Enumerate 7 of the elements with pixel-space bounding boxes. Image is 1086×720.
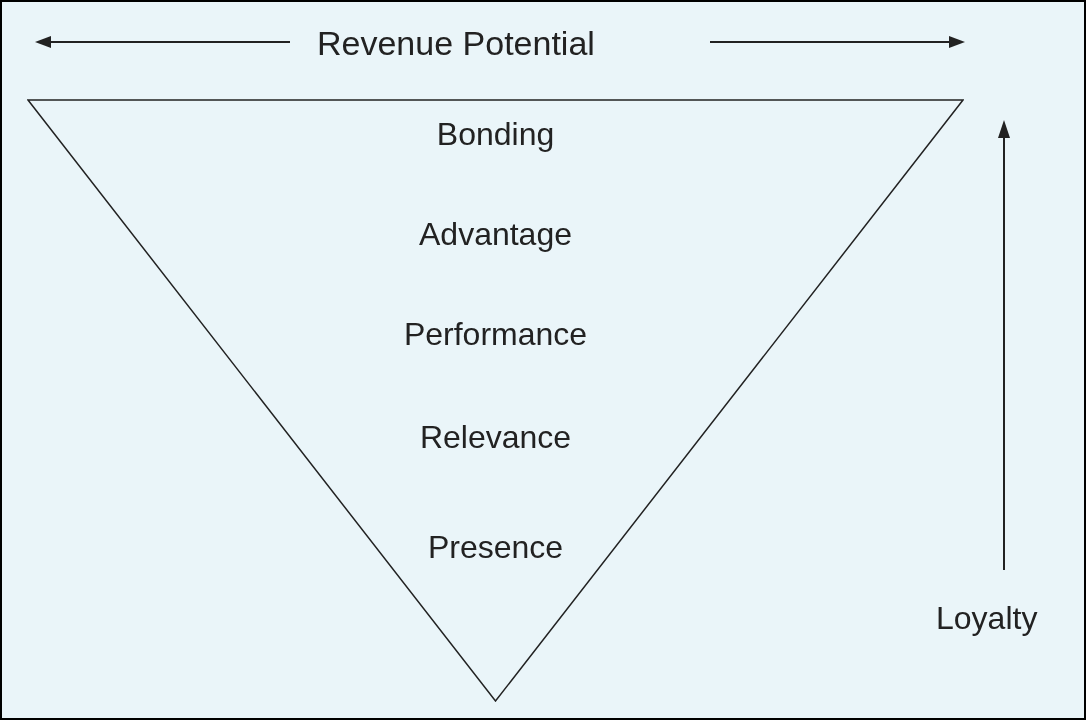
level-label: Bonding bbox=[436, 115, 555, 154]
axis-label: Loyalty bbox=[936, 599, 1038, 638]
axis-label: Revenue Potential bbox=[317, 23, 595, 64]
level-label: Advantage bbox=[419, 215, 572, 254]
level-label: Presence bbox=[427, 528, 564, 567]
level-label: Performance bbox=[403, 315, 588, 354]
level-label: Relevance bbox=[419, 418, 572, 457]
